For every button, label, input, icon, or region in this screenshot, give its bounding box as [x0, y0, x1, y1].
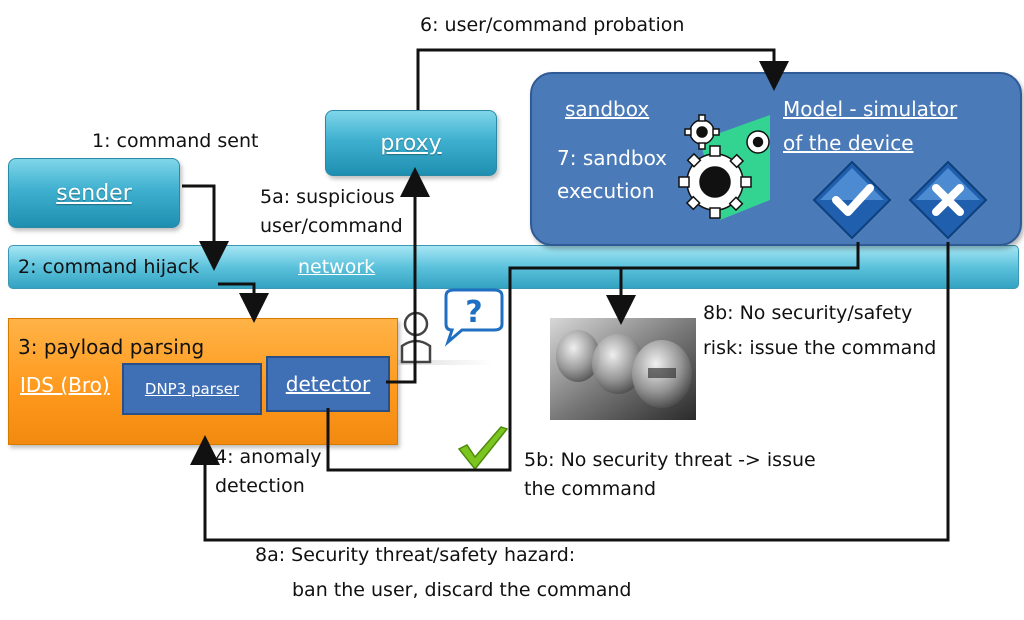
step-1-label: 1: command sent: [92, 130, 259, 152]
sandbox-execution-line1: 7: sandbox: [557, 146, 668, 170]
meter-device-photo: [550, 318, 696, 420]
model-simulator-line2: of the device: [783, 131, 914, 155]
step-4-line1: 4: anomaly: [215, 446, 322, 468]
x-diamond-icon: [908, 160, 988, 240]
step-8b-line2: risk: issue the command: [703, 337, 937, 359]
proxy-label: proxy: [380, 130, 442, 156]
step-5a-line2: user/command: [260, 215, 403, 237]
sandbox-execution-line2: execution: [557, 179, 655, 203]
gears-icon: [678, 114, 770, 220]
step-5b-line1: 5b: No security threat -> issue: [524, 449, 816, 471]
detector-label: detector: [285, 372, 371, 396]
step-8b-line1: 8b: No security/safety: [703, 302, 913, 324]
check-diamond-icon: [812, 160, 892, 240]
step-5b-line2: the command: [524, 478, 657, 500]
step-2-label: 2: command hijack: [18, 256, 200, 278]
sender-label: sender: [56, 180, 132, 206]
proxy-node: proxy: [325, 110, 497, 176]
step-5a-line1: 5a: suspicious: [260, 186, 395, 208]
step-6-label: 6: user/command probation: [420, 14, 685, 36]
ids-bro-label: IDS (Bro): [20, 373, 110, 397]
step-8a-line1: 8a: Security threat/safety hazard:: [255, 544, 576, 566]
step-3-label: 3: payload parsing: [18, 335, 205, 359]
model-simulator-line1: Model - simulator: [783, 97, 958, 121]
sandbox-title: sandbox: [565, 97, 650, 121]
dnp3-parser-node: DNP3 parser: [122, 363, 262, 415]
svg-text:?: ?: [465, 295, 482, 330]
detector-node: detector: [266, 356, 390, 412]
step-8a-line2: ban the user, discard the command: [292, 579, 632, 601]
step-4-line2: detection: [215, 475, 305, 497]
sender-node: sender: [8, 158, 180, 228]
network-label: network: [298, 256, 376, 278]
dnp3-parser-label: DNP3 parser: [144, 380, 240, 398]
